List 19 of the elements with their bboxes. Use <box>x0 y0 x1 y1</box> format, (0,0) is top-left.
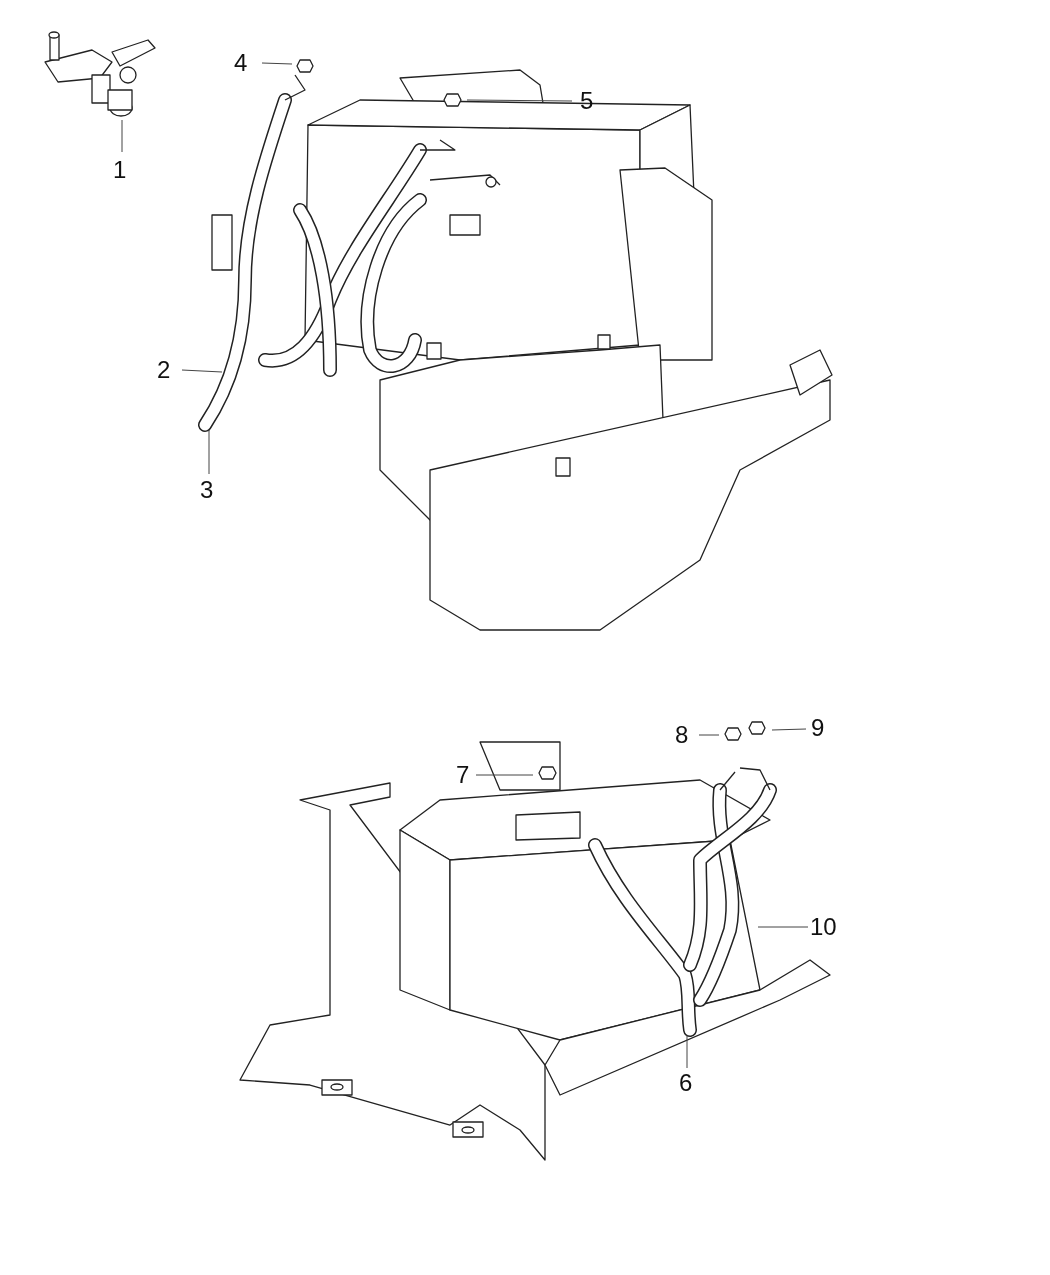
leader-line <box>121 119 123 153</box>
callout-number: 10 <box>810 914 837 940</box>
leader-line <box>771 728 807 731</box>
callout-number: 6 <box>679 1070 693 1096</box>
callout-number: 8 <box>675 722 689 748</box>
leader-line <box>475 774 534 776</box>
callout-number: 7 <box>456 762 470 788</box>
callout-number: 2 <box>157 357 171 383</box>
callout-number: 9 <box>811 715 825 741</box>
leader-line <box>261 62 293 65</box>
callout-number: 3 <box>200 477 214 503</box>
leader-line <box>208 429 210 475</box>
callout-number: 4 <box>234 50 248 76</box>
leader-line <box>181 369 223 373</box>
leader-line <box>757 926 809 928</box>
leader-line <box>698 734 720 736</box>
leader-line <box>466 99 573 102</box>
leader-line <box>686 1034 688 1069</box>
callout-number: 1 <box>113 157 127 183</box>
